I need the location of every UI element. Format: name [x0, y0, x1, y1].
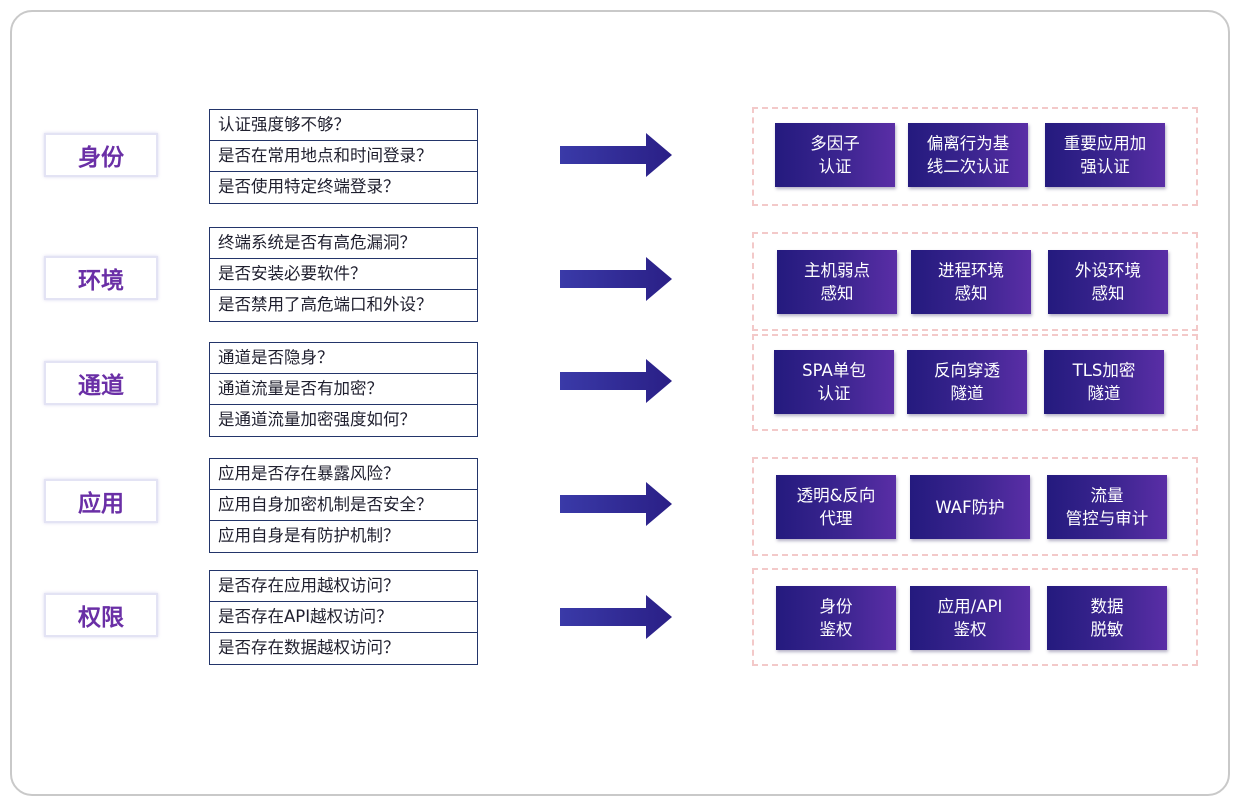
- solution-tile: TLS加密 隧道: [1044, 350, 1164, 414]
- solution-tile: 进程环境 感知: [911, 250, 1031, 314]
- solution-tile: 数据 脱敏: [1047, 586, 1167, 650]
- question-item: 认证强度够不够？: [210, 110, 477, 141]
- right-arrow-icon: [560, 133, 672, 177]
- right-arrow-icon: [560, 359, 672, 403]
- solution-tile: SPA单包 认证: [774, 350, 894, 414]
- question-item: 终端系统是否有高危漏洞？: [210, 228, 477, 259]
- solution-tile: 流量 管控与审计: [1047, 475, 1167, 539]
- question-item: 通道是否隐身？: [210, 343, 477, 374]
- question-item: 应用是否存在暴露风险？: [210, 459, 477, 490]
- question-item: 是否使用特定终端登录？: [218, 177, 400, 196]
- question-item: 是否存在应用越权访问？: [210, 571, 477, 602]
- question-item: 是否在常用地点和时间登录？: [210, 141, 477, 172]
- solution-group: SPA单包 认证 反向穿透 隧道 TLS加密 隧道: [752, 334, 1198, 431]
- solution-tile: 应用/API 鉴权: [910, 586, 1030, 650]
- solution-group: 多因子 认证 偏离行为基 线二次认证 重要应用加 强认证: [752, 107, 1198, 206]
- category-label: 权限: [44, 593, 158, 637]
- question-item: 是通道流量加密强度如何？: [218, 410, 416, 429]
- category-label: 应用: [44, 479, 158, 523]
- category-label: 身份: [44, 133, 158, 177]
- question-item: 是否禁用了高危端口和外设？: [218, 295, 433, 314]
- solution-tile: 反向穿透 隧道: [907, 350, 1027, 414]
- solution-tile: 主机弱点 感知: [777, 250, 897, 314]
- question-item: 是否安装必要软件？: [210, 259, 477, 290]
- question-box: 应用是否存在暴露风险？ 应用自身加密机制是否安全？ 应用自身是有防护机制？: [209, 458, 478, 553]
- solution-tile: 外设环境 感知: [1048, 250, 1168, 314]
- solution-tile: WAF防护: [910, 475, 1030, 539]
- solution-group: 主机弱点 感知 进程环境 感知 外设环境 感知: [752, 232, 1198, 331]
- solution-tile: 透明&反向 代理: [776, 475, 896, 539]
- question-box: 是否存在应用越权访问？ 是否存在API越权访问？ 是否存在数据越权访问？: [209, 570, 478, 665]
- solution-tile: 重要应用加 强认证: [1045, 123, 1165, 187]
- right-arrow-icon: [560, 595, 672, 639]
- right-arrow-icon: [560, 257, 672, 301]
- question-item: 是否存在API越权访问？: [210, 602, 477, 633]
- question-box: 通道是否隐身？ 通道流量是否有加密？ 是通道流量加密强度如何？: [209, 342, 478, 437]
- solution-tile: 多因子 认证: [775, 123, 895, 187]
- solution-tile: 偏离行为基 线二次认证: [908, 123, 1028, 187]
- question-item: 通道流量是否有加密？: [210, 374, 477, 405]
- question-box: 终端系统是否有高危漏洞？ 是否安装必要软件？ 是否禁用了高危端口和外设？: [209, 227, 478, 322]
- solution-tile: 身份 鉴权: [776, 586, 896, 650]
- solution-group: 身份 鉴权 应用/API 鉴权 数据 脱敏: [752, 568, 1198, 666]
- category-label: 环境: [44, 256, 158, 300]
- question-box: 认证强度够不够？ 是否在常用地点和时间登录？ 是否使用特定终端登录？: [209, 109, 478, 204]
- category-label: 通道: [44, 361, 158, 405]
- solution-group: 透明&反向 代理 WAF防护 流量 管控与审计: [752, 457, 1198, 556]
- question-item: 是否存在数据越权访问？: [218, 638, 400, 657]
- right-arrow-icon: [560, 482, 672, 526]
- question-item: 应用自身加密机制是否安全？: [210, 490, 477, 521]
- question-item: 应用自身是有防护机制？: [218, 526, 400, 545]
